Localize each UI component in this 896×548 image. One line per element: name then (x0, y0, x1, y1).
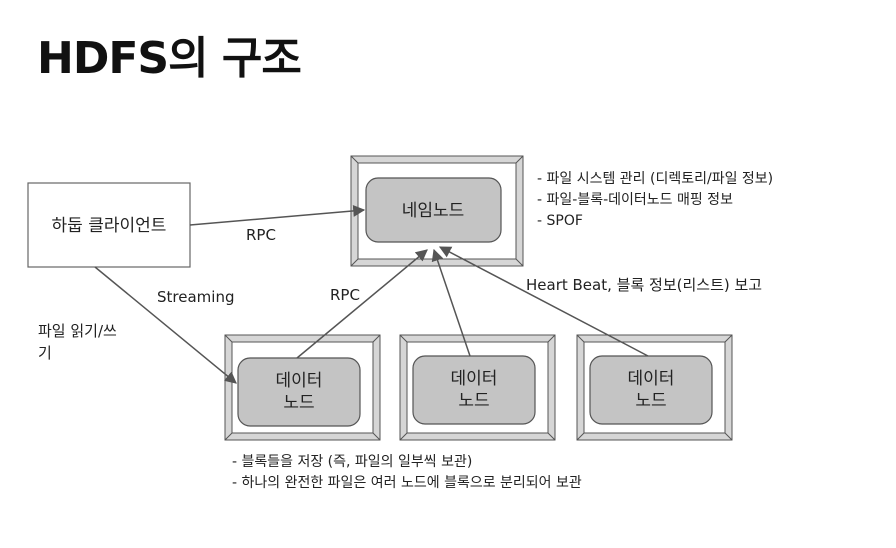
arrow-datanode3-to-namenode (438, 246, 649, 357)
datanode-box-2: 데이터 노드 (399, 334, 556, 441)
hadoop-client-box: 하둡 클라이언트 (27, 182, 191, 268)
datanode-3-label-line1: 데이터 (628, 369, 675, 389)
namenode-box: 네임노드 (350, 155, 524, 267)
arrow-client-to-datanode (94, 266, 237, 384)
namenode-note-2: - 파일-블록-데이터노드 매핑 정보 (537, 192, 733, 208)
hadoop-client-label: 하둡 클라이언트 (52, 216, 167, 236)
datanode-box-1: 데이터 노드 (224, 334, 381, 441)
datanode-note-2: - 하나의 완전한 파일은 여러 노드에 블록으로 분리되어 보관 (232, 475, 582, 491)
namenode-label: 네임노드 (402, 201, 465, 221)
edge-label-datanode-rpc: RPC (330, 286, 360, 304)
datanode-3-label-line2: 노드 (635, 391, 666, 411)
arrow-datanode1-to-namenode (296, 249, 428, 359)
arrow-client-to-namenode (189, 204, 366, 226)
datanode-box-3: 데이터 노드 (576, 334, 733, 441)
datanode-note-1: - 블록들을 저장 (즉, 파일의 일부씩 보관) (232, 454, 472, 470)
namenode-note-1: - 파일 시스템 관리 (디렉토리/파일 정보) (537, 171, 773, 187)
page-title: HDFS의 구조 (37, 33, 302, 84)
edge-label-streaming: Streaming (157, 288, 234, 306)
edge-label-client-rpc: RPC (246, 226, 276, 244)
arrow-datanode2-to-namenode (431, 248, 471, 357)
datanode-2-label-line2: 노드 (458, 391, 489, 411)
edge-label-heartbeat: Heart Beat, 블록 정보(리스트) 보고 (526, 276, 762, 294)
datanode-1-label-line2: 노드 (283, 393, 314, 413)
read-write-label-line2: 기 (38, 344, 52, 362)
datanode-1-label-line1: 데이터 (276, 371, 323, 391)
namenode-note-3: - SPOF (537, 213, 583, 229)
read-write-label-line1: 파일 읽기/쓰 (38, 322, 117, 340)
datanode-2-label-line1: 데이터 (451, 369, 498, 389)
